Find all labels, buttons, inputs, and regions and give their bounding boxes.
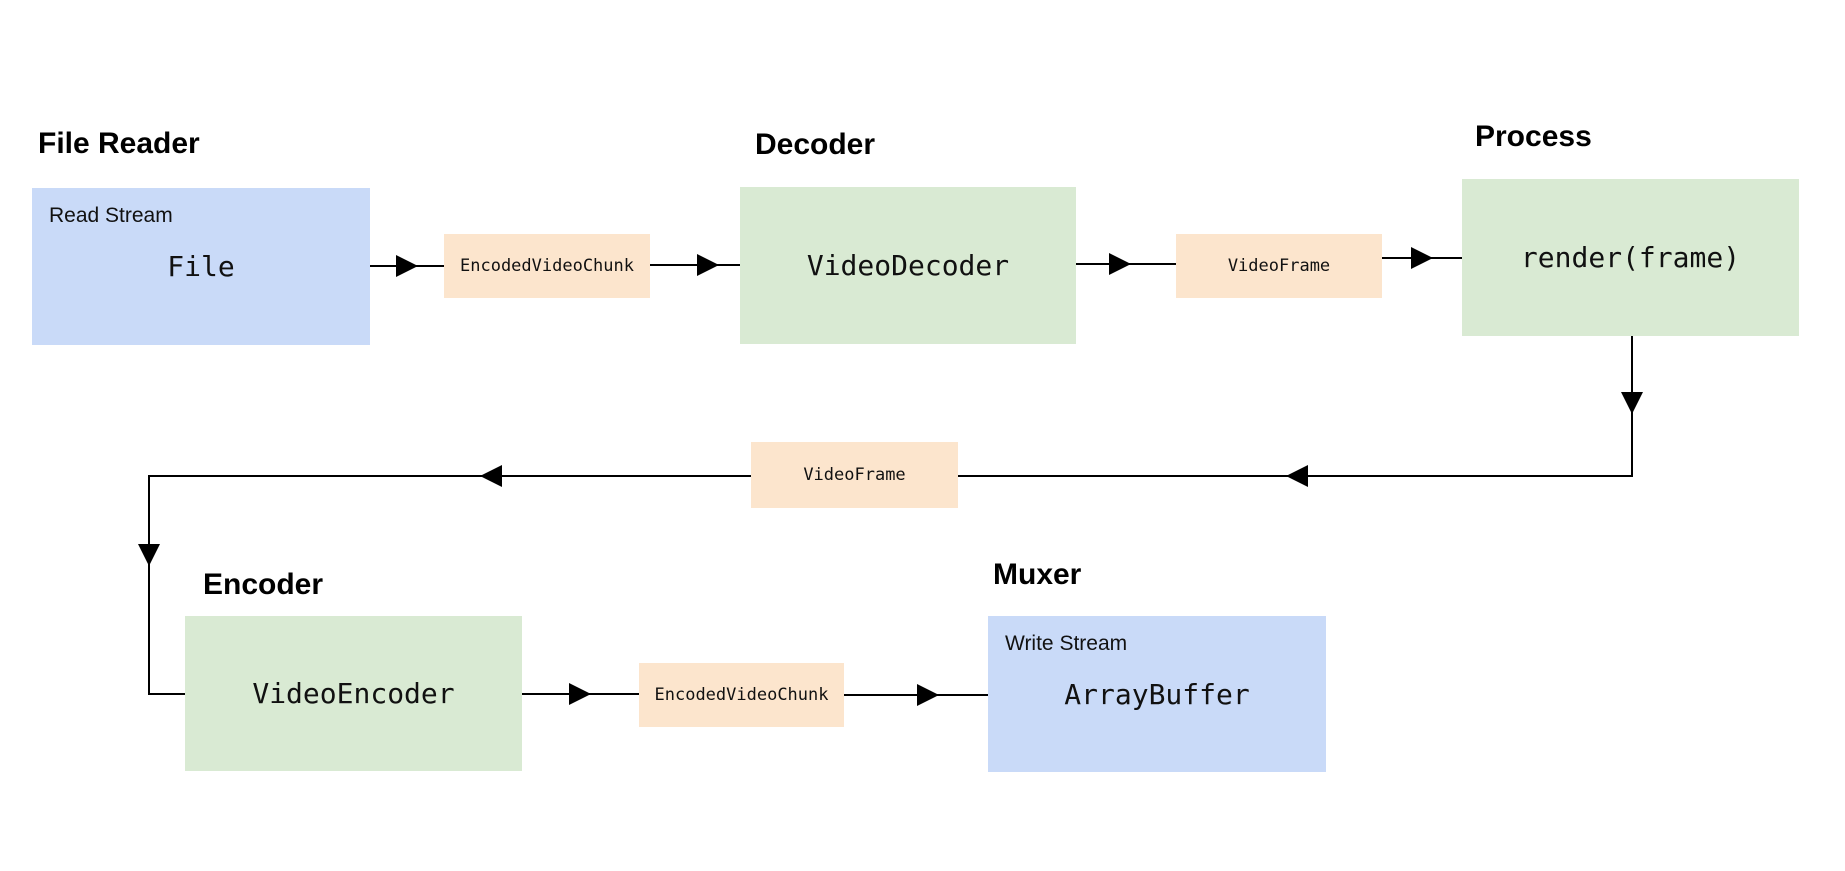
video-frame-mid-box: VideoFrame <box>751 442 958 508</box>
file-code-label: File <box>167 250 235 283</box>
arrowhead-right-icon <box>1109 253 1131 275</box>
decoder-heading: Decoder <box>755 128 876 161</box>
array-buffer-label: ArrayBuffer <box>1064 677 1250 711</box>
connector-process-to-midframe <box>958 336 1633 477</box>
encoded-video-chunk-label: EncodedVideoChunk <box>654 685 829 705</box>
file-reader-heading: File Reader <box>38 127 200 160</box>
muxer-box: Write Stream ArrayBuffer <box>988 616 1326 772</box>
encoded-video-chunk-top-box: EncodedVideoChunk <box>444 234 650 298</box>
video-frame-label: VideoFrame <box>803 465 906 485</box>
video-frame-top-box: VideoFrame <box>1176 234 1382 298</box>
render-frame-box: render(frame) <box>1462 179 1799 336</box>
arrowhead-left-icon <box>480 465 502 487</box>
file-reader-box: Read Stream File <box>32 188 370 345</box>
video-encoder-box: VideoEncoder <box>185 616 522 771</box>
arrowhead-down-icon <box>1621 392 1643 414</box>
video-decoder-box: VideoDecoder <box>740 187 1076 344</box>
video-encoder-label: VideoEncoder <box>252 677 455 710</box>
arrowhead-right-icon <box>697 254 719 276</box>
encoder-heading: Encoder <box>203 568 324 601</box>
arrowhead-right-icon <box>396 255 418 277</box>
muxer-heading: Muxer <box>993 558 1082 591</box>
arrowhead-down-icon <box>138 544 160 566</box>
arrowhead-left-icon <box>1286 465 1308 487</box>
encoded-video-chunk-bottom-box: EncodedVideoChunk <box>639 663 844 727</box>
video-decoder-label: VideoDecoder <box>806 249 1010 282</box>
process-heading: Process <box>1475 120 1592 153</box>
render-frame-label: render(frame) <box>1520 241 1741 274</box>
encoded-video-chunk-label: EncodedVideoChunk <box>460 256 634 276</box>
video-frame-label: VideoFrame <box>1227 256 1331 276</box>
arrowhead-right-icon <box>917 684 939 706</box>
write-stream-label: Write Stream <box>1005 632 1128 655</box>
connector-midframe-to-encoder <box>148 475 751 695</box>
arrowhead-right-icon <box>1411 247 1433 269</box>
arrowhead-right-icon <box>569 683 591 705</box>
read-stream-label: Read Stream <box>49 204 173 227</box>
